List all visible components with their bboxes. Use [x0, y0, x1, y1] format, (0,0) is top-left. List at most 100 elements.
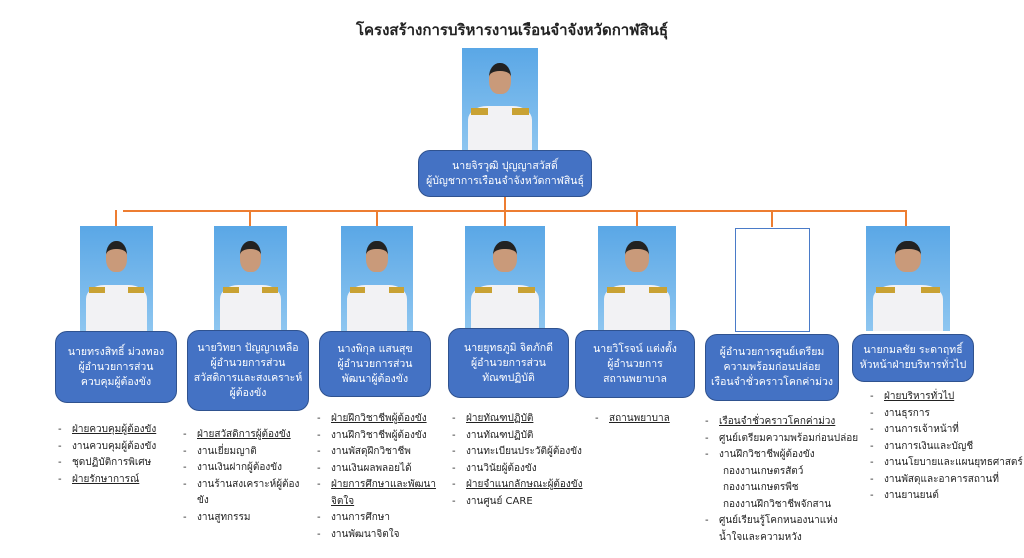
bullet-dash: - — [317, 446, 321, 457]
bullet-dash: - — [870, 407, 874, 419]
unit-box-line: พัฒนาผู้ต้องขัง — [341, 372, 409, 385]
director-photo — [462, 48, 538, 152]
unit-box-line: ผู้อำนวยการ — [607, 357, 663, 370]
bullet-dash: - — [317, 429, 321, 441]
unit-box: นายวิโรจน์ แต่งตั้งผู้อำนวยการสถานพยาบาล — [575, 330, 695, 398]
bullet-dash: - — [870, 490, 874, 501]
unit-box: ผู้อำนวยการศูนย์เตรียมความพร้อมก่อนปล่อย… — [705, 334, 839, 401]
list-item-text: ฝ่ายทัณฑปฏิบัติ — [466, 413, 534, 424]
connector-trunk — [504, 197, 506, 212]
list-item: -งานเงินฝากผู้ต้องขัง — [183, 460, 308, 477]
list-item: -งานพัฒนาจิตใจ — [317, 527, 447, 544]
unit-box: นางพิกุล แสนสุขผู้อำนวยการส่วนพัฒนาผู้ต้… — [319, 331, 431, 397]
list-item-text: ฝ่ายควบคุมผู้ต้องขัง — [72, 424, 157, 435]
list-item-text: กองงานเกษตรสัตว์ — [723, 465, 804, 477]
unit-box-line: นายกมลชัย ระดาฤทธิ์ — [863, 344, 963, 356]
director-position: ผู้บัญชาการเรือนจำจังหวัดกาฬสินธุ์ — [426, 174, 584, 187]
unit-box: นายทรงสิทธิ์ ม่วงทองผู้อำนวยการส่วนควบคุ… — [55, 331, 177, 403]
list-item-text: งานการเงินและบัญชี — [884, 440, 974, 452]
list-item: -งานสูทกรรม — [183, 510, 308, 527]
unit-duty-list: -ฝ่ายทัณฑปฏิบัติ-งานทัณฑปฏิบัติ-งานทะเบี… — [452, 411, 587, 510]
bullet-dash: - — [317, 479, 321, 490]
chart-title: โครงสร้างการบริหารงานเรือนจำจังหวัดกาฬสิ… — [355, 21, 669, 39]
connector-drop — [771, 210, 773, 227]
connector-drop — [249, 210, 251, 227]
officer-photo — [465, 226, 545, 331]
list-item: -ฝ่ายการศึกษาและพัฒนาจิตใจ — [317, 477, 447, 510]
bullet-dash: - — [452, 479, 456, 490]
bullet-dash: - — [183, 511, 187, 523]
list-item: -กองงานเกษตรพืช — [705, 480, 860, 497]
bullet-dash: - — [870, 424, 874, 435]
unit-box-line: นายวิโรจน์ แต่งตั้ง — [593, 342, 677, 355]
list-item-text: งานธุรการ — [884, 407, 930, 419]
list-item-text: ฝ่ายรักษาการณ์ — [72, 473, 140, 485]
unit-box-line: ผู้อำนวยการส่วน — [337, 357, 413, 370]
list-item: -งานการเจ้าหน้าที่ — [870, 422, 1024, 439]
director-box: นายจิรวุฒิ ปุญญาสวัสดิ์ ผู้บัญชาการเรือน… — [418, 150, 592, 197]
unit-box-line: สวัสดิการและสงเคราะห์ — [193, 371, 303, 384]
bullet-dash: - — [183, 462, 187, 473]
list-item-text: งานวินัยผู้ต้องขัง — [466, 462, 537, 474]
bullet-dash: - — [58, 440, 62, 452]
connector-drop — [905, 210, 907, 227]
unit-box-line: ผู้อำนวยการศูนย์เตรียม — [719, 346, 825, 358]
list-item-text: กองงานเกษตรพืช — [723, 482, 799, 493]
list-item: -งานฝึกวิชาชีพผู้ต้องขัง — [317, 428, 447, 445]
bullet-dash: - — [317, 413, 321, 424]
list-item-text: ศูนย์เตรียมความพร้อมก่อนปล่อย — [719, 432, 859, 444]
list-item-text: งานการเจ้าหน้าที่ — [884, 424, 959, 435]
connector-drop — [115, 210, 117, 227]
list-item-text: งานพัสดุและอาคารสถานที่ — [884, 473, 999, 485]
list-item-text: งานสูทกรรม — [197, 511, 251, 523]
bullet-dash: - — [183, 445, 187, 457]
list-item-text: งานทะเบียนประวัติผู้ต้องขัง — [466, 446, 582, 457]
list-item-text: งานเงินผลพลอยได้ — [331, 462, 412, 474]
unit-box-line: ผู้อำนวยการส่วน — [78, 360, 154, 373]
unit-box-line: ผู้อำนวยการส่วน — [210, 356, 286, 369]
connector-drop — [636, 210, 638, 227]
list-item: -งานฝึกวิชาชีพผู้ต้องขัง — [705, 447, 860, 464]
bullet-dash: - — [452, 495, 456, 507]
list-item-text: เรือนจำชั่วคราวโคกค่าม่วง — [719, 416, 836, 427]
list-item: -ฝ่ายจำแนกลักษณะผู้ต้องขัง — [452, 477, 587, 494]
list-item-text: สถานพยาบาล — [609, 413, 670, 424]
list-item: -งานทัณฑปฏิบัติ — [452, 428, 587, 445]
bullet-dash: - — [183, 429, 187, 440]
list-item: -ฝ่ายสวัสดิการผู้ต้องขัง — [183, 427, 308, 444]
list-item: -งานควบคุมผู้ต้องขัง — [58, 439, 188, 456]
unit-box-line: ความพร้อมก่อนปล่อย — [723, 361, 821, 373]
list-item: -ฝ่ายทัณฑปฏิบัติ — [452, 411, 587, 428]
list-item-text: งานควบคุมผู้ต้องขัง — [72, 440, 157, 452]
unit-box-line: นายทรงสิทธิ์ ม่วงทอง — [67, 345, 165, 358]
list-item: -งานนโยบายและแผนยุทธศาสตร์ — [870, 455, 1024, 472]
list-item: -งานวินัยผู้ต้องขัง — [452, 461, 587, 478]
list-item-text: ฝ่ายสวัสดิการผู้ต้องขัง — [197, 429, 291, 440]
unit-box: นายวิทยา ปัญญาเหลือผู้อำนวยการส่วนสวัสดิ… — [187, 330, 309, 411]
photo-placeholder — [735, 228, 810, 332]
list-item-text: งานร้านสงเคราะห์ผู้ต้องขัง — [197, 478, 300, 507]
bullet-dash: - — [452, 413, 456, 424]
list-item: -กองงานฝึกวิชาชีพจักสาน — [705, 497, 860, 514]
list-item: -ศูนย์เรียนรู้โคกหนองนาแห่งน้ำใจและความห… — [705, 513, 860, 546]
list-item: -ฝ่ายฝึกวิชาชีพผู้ต้องขัง — [317, 411, 447, 428]
list-item-text: ศูนย์เรียนรู้โคกหนองนาแห่งน้ำใจและความหว… — [719, 515, 838, 543]
list-item-text: กองงานฝึกวิชาชีพจักสาน — [723, 498, 832, 510]
list-item-text: งานเยี่ยมญาติ — [197, 445, 257, 457]
bullet-dash: - — [595, 413, 599, 424]
officer-photo — [80, 226, 153, 331]
bullet-dash: - — [705, 515, 709, 526]
list-item-text: งานฝึกวิชาชีพผู้ต้องขัง — [719, 449, 815, 460]
list-item: -งานการเงินและบัญชี — [870, 439, 1024, 456]
unit-box-line: ผู้อำนวยการส่วน — [471, 356, 546, 369]
bullet-dash: - — [452, 446, 456, 457]
list-item-text: งานยานยนต์ — [884, 490, 939, 501]
officer-photo — [598, 226, 676, 331]
bullet-dash: - — [183, 478, 187, 490]
list-item-text: งานเงินฝากผู้ต้องขัง — [197, 462, 282, 473]
bullet-dash: - — [870, 473, 874, 485]
unit-box-line: ทัณฑปฏิบัติ — [482, 371, 535, 384]
bullet-dash: - — [705, 432, 709, 444]
bullet-dash: - — [870, 440, 874, 452]
unit-box-line: ผู้ต้องขัง — [229, 386, 267, 399]
